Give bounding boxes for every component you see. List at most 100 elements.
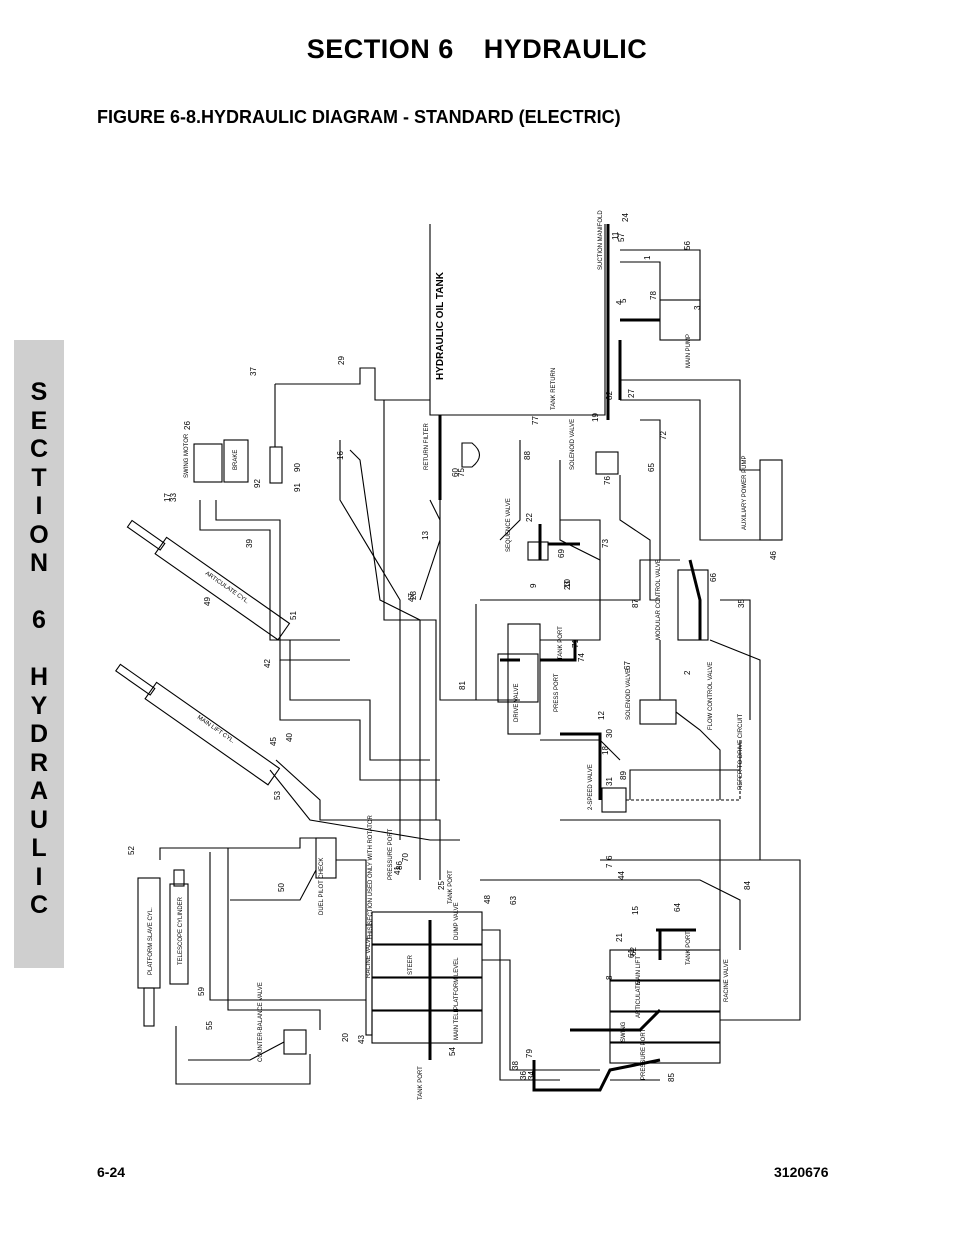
swing-label: SWING [621, 1021, 627, 1042]
return-filter [461, 442, 481, 468]
sequence-valve-label: SEQUENCE VALVE [506, 498, 512, 552]
part-number-label: 49 [203, 597, 212, 606]
platform-slave-cyl-label: PLATFORM SLAVE CYL. [148, 907, 154, 975]
part-number-label: 10 [563, 579, 572, 588]
part-number-label: 88 [523, 451, 532, 460]
suction-manifold-label: SUCTION MANIFOLD [598, 210, 604, 270]
part-number-label: 81 [458, 681, 467, 690]
part-number-label: 44 [617, 871, 626, 880]
part-number-label: 5 [619, 298, 628, 303]
part-number-label: 12 [597, 711, 606, 720]
part-number-label: 21 [615, 933, 624, 942]
part-number-label: 20 [341, 1033, 350, 1042]
part-number-label: 79 [525, 1049, 534, 1058]
part-number-label: 30 [605, 729, 614, 738]
duel-pilot-check-label: DUEL PILOT CHECK [319, 858, 325, 915]
articulate-label: ARTICULATE [636, 981, 642, 1018]
section-topic: HYDRAULIC [483, 34, 648, 64]
part-number-label: 86 [395, 861, 404, 870]
tank-port-upper-label: TANK PORT [448, 870, 454, 904]
racine-valve-left [365, 911, 483, 1044]
part-number-label: 7 [605, 863, 614, 868]
racine-valve-right [609, 949, 721, 1064]
counter-balance-valve-label: COUNTER-BALANCE VALVE [258, 982, 264, 1062]
swing-motor [193, 443, 223, 483]
main-tele-label: MAIN TELE [454, 1008, 460, 1040]
brake-label: BRAKE [233, 450, 239, 470]
part-number-label: 26 [183, 421, 192, 430]
flow-control-valve-label: FLOW CONTROL VALVE [708, 662, 714, 730]
rotator-note-label: THIS SECTION USED ONLY WITH ROTATOR [368, 815, 374, 940]
part-number-label: 43 [357, 1035, 366, 1044]
side-tab-letter: D [29, 720, 49, 748]
two-speed-valve [601, 787, 627, 813]
part-number-label: 62 [629, 947, 638, 956]
dump-valve-label: DUMP VALVE [454, 902, 460, 940]
telescope-cylinder [169, 883, 189, 985]
part-number-label: 35 [737, 599, 746, 608]
part-number-label: 31 [605, 777, 614, 786]
part-number-label: 65 [647, 463, 656, 472]
side-tab-letter: Y [30, 691, 48, 720]
solenoid-valve-lower-label: SOLENOID VALVE [626, 669, 632, 720]
hydraulic-oil-tank [429, 224, 606, 416]
diagram-labels: HYDRAULIC OIL TANK SWING MOTOR BRAKE ART… [148, 210, 748, 1100]
part-number-label: 45 [269, 737, 278, 746]
part-number-label: 85 [667, 1073, 676, 1082]
part-number-label: 3 [693, 305, 702, 310]
part-number-label: 36 [519, 1071, 528, 1080]
part-number-label: 60 [451, 468, 460, 477]
racine-valve-right-label: RACINE VALVE [724, 959, 730, 1002]
part-number-label: 17 [163, 493, 172, 502]
part-number-label: 41 [393, 866, 402, 875]
part-number-label: 24 [621, 213, 630, 222]
auxiliary-power-pump [759, 459, 783, 541]
part-number-label: 6 [605, 855, 614, 860]
racine-valve-left-label: RACINE VALVE [366, 935, 372, 978]
part-number-label: 1 [643, 255, 652, 260]
part-number-label: 82 [605, 391, 614, 400]
part-number-label: 42 [263, 659, 272, 668]
two-speed-valve-label: 2-SPEED VALVE [588, 764, 594, 810]
main-lift-cylinder [115, 663, 281, 786]
part-number-label: 19 [591, 413, 600, 422]
part-number-label: 57 [617, 233, 626, 242]
pressure-port-left-label: PRESSURE PORT [388, 828, 394, 880]
part-number-label: 70 [401, 853, 410, 862]
part-number-label: 55 [205, 1021, 214, 1030]
side-tab-letter: S [30, 378, 48, 406]
part-number-label: 48 [483, 895, 492, 904]
return-filter-label: RETURN FILTER [424, 422, 430, 470]
part-number-label: 76 [603, 476, 612, 485]
part-number-label: 37 [249, 367, 258, 376]
part-number-label: 29 [337, 356, 346, 365]
telescope-cylinder-label: TELESCOPE CYLINDER [178, 896, 184, 965]
part-number-label: 16 [336, 451, 345, 460]
steer-label: STEER [408, 954, 414, 975]
solenoid-valve-upper [595, 451, 619, 475]
articulate-cylinder [126, 519, 291, 641]
main-pump-label: MAIN PUMP [686, 334, 692, 368]
part-number-label: 61 [627, 949, 636, 958]
part-number-label: 47 [407, 593, 416, 602]
part-number-label: 50 [277, 883, 286, 892]
part-number-label: 78 [649, 291, 658, 300]
refer-drive-circuit-label: REFER TO DRIVE CIRCUIT [738, 714, 744, 790]
part-number-label: 27 [627, 389, 636, 398]
tank-port-left-label: TANK PORT [418, 1066, 424, 1100]
part-number-label: 28 [409, 591, 418, 600]
brake [223, 439, 249, 483]
page-number: 6-24 [97, 1164, 126, 1180]
tank-label: HYDRAULIC OIL TANK [435, 271, 446, 380]
side-tab-letter: C [29, 891, 49, 919]
part-number-label: 69 [557, 549, 566, 558]
part-number-label: 75 [457, 468, 466, 477]
solenoid-valve-lower [639, 699, 677, 725]
side-tab-letter: U [29, 805, 49, 834]
duel-pilot-check [315, 837, 337, 879]
part-number-label: 74 [577, 653, 586, 662]
main-lift-label: MAIN LIFT [636, 956, 642, 985]
